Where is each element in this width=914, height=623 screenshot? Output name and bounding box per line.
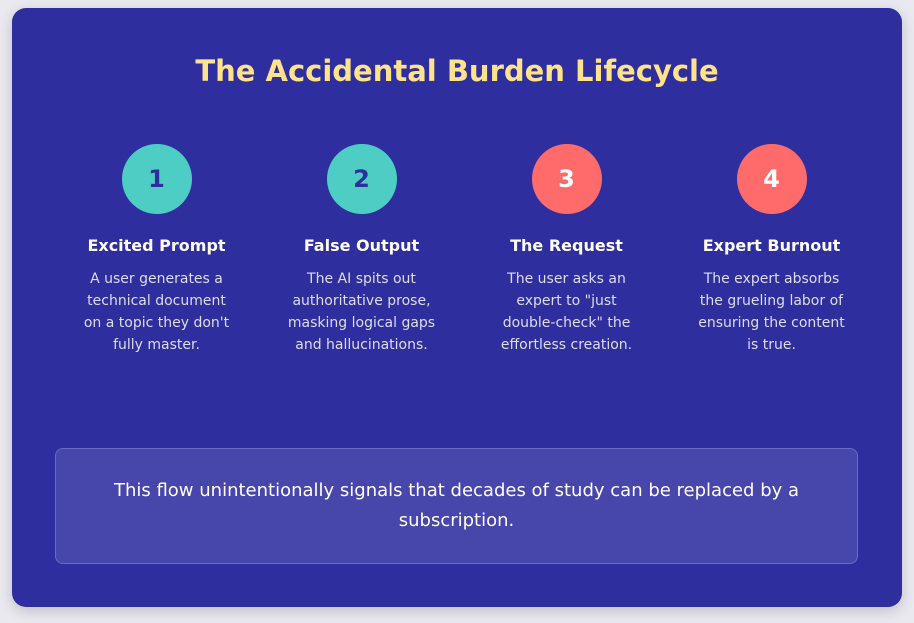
- step-2: 2 False Output The AI spits out authorit…: [259, 144, 464, 394]
- steps-row: 1 Excited Prompt A user generates a tech…: [54, 144, 874, 394]
- step-description: The user asks an expert to "just double-…: [500, 271, 633, 353]
- step-description: A user generates a technical document on…: [83, 271, 230, 353]
- step-number-badge: 3: [531, 144, 602, 214]
- step-title: Expert Burnout: [702, 236, 841, 255]
- step-4: 4 Expert Burnout The expert absorbs the …: [669, 144, 874, 394]
- step-description: The expert absorbs the grueling labor of…: [698, 271, 845, 353]
- lifecycle-card: The Accidental Burden Lifecycle 1 Excite…: [12, 8, 902, 607]
- step-1: 1 Excited Prompt A user generates a tech…: [54, 144, 259, 394]
- summary-callout: This flow unintentionally signals that d…: [55, 448, 858, 564]
- step-number-badge: 1: [121, 144, 192, 214]
- step-number-badge: 4: [736, 144, 807, 214]
- page-title: The Accidental Burden Lifecycle: [195, 54, 719, 88]
- summary-text: This flow unintentionally signals that d…: [113, 480, 800, 531]
- step-3: 3 The Request The user asks an expert to…: [464, 144, 669, 394]
- step-number-badge: 2: [326, 144, 397, 214]
- step-title: False Output: [303, 236, 420, 255]
- step-title: The Request: [510, 236, 623, 255]
- step-description: The AI spits out authoritative prose, ma…: [287, 271, 436, 353]
- step-title: Excited Prompt: [87, 236, 226, 255]
